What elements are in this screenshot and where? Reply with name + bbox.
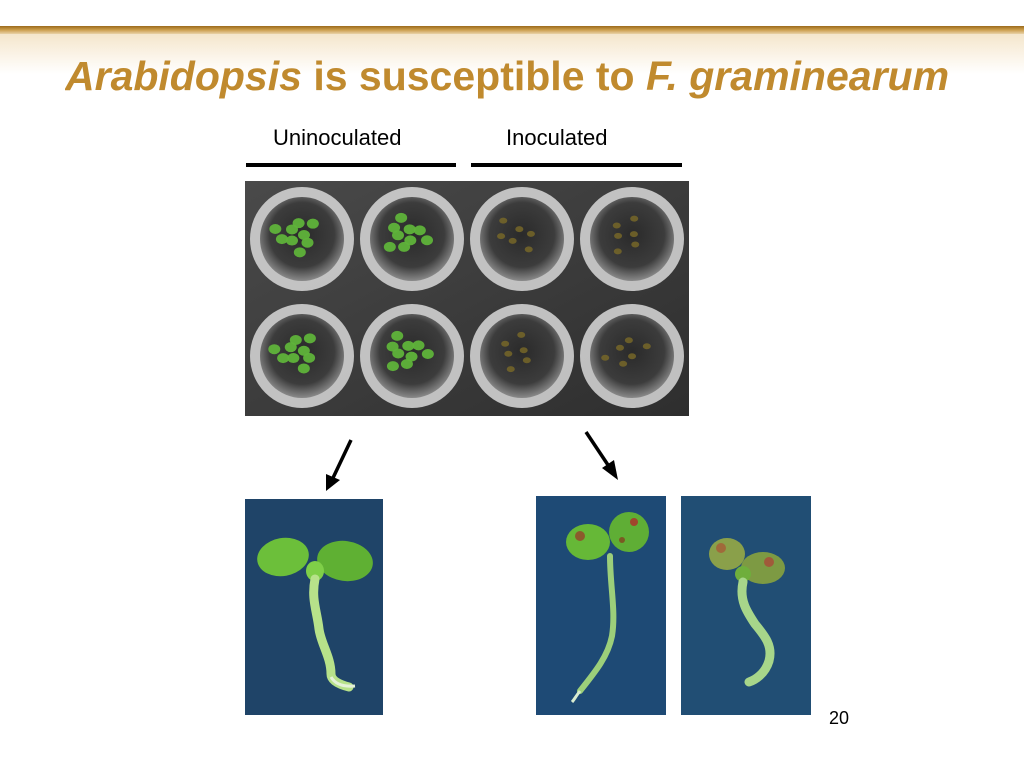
seedling-leaf	[517, 331, 526, 338]
seedling-leaf	[619, 360, 628, 367]
label-uninoculated: Uninoculated	[273, 125, 402, 150]
seedling-leaf	[398, 241, 411, 252]
uninoculated-bracket	[246, 163, 456, 167]
seedling-leaf	[289, 335, 302, 346]
seedling-leaf	[614, 232, 623, 239]
seedling-leaf	[631, 241, 640, 248]
well	[480, 314, 564, 398]
seedling-leaf	[612, 222, 621, 229]
seedling-leaf	[286, 235, 298, 246]
slide-title: Arabidopsis is susceptible to F. gramine…	[65, 50, 1024, 102]
seedling-leaf	[615, 344, 624, 351]
page-number: 20	[829, 708, 850, 728]
seedling-leaf	[519, 347, 528, 354]
seedling-leaf	[293, 247, 306, 258]
seedling-leaf	[392, 230, 405, 241]
seedling-leaf	[275, 234, 288, 245]
label-inoculated: Inoculated	[506, 125, 608, 150]
seedling-leaf	[277, 353, 290, 364]
inoculated-seedling-photo-2	[681, 496, 811, 715]
title-pathogen: F. graminearum	[645, 53, 950, 99]
seedling-leaf	[421, 348, 434, 359]
seedling-leaf	[413, 225, 426, 236]
seedling-leaf	[400, 358, 413, 369]
seedling-leaf	[301, 237, 314, 248]
seedling-leaf	[499, 217, 508, 224]
header-gradient	[0, 34, 1024, 74]
well	[590, 197, 674, 281]
seedling-leaf	[624, 337, 633, 344]
seedling-leaf	[506, 366, 515, 373]
seedling-leaf	[497, 233, 506, 240]
seedling-leaf	[630, 215, 639, 222]
seedling-leaf	[405, 351, 418, 362]
seedling-leaf	[298, 230, 310, 240]
seedling-leaf	[402, 340, 415, 351]
seedling-leaf	[421, 235, 434, 246]
seedling-leaf	[303, 333, 316, 344]
arrow-to-uninoculated	[326, 439, 353, 491]
seedling-leaf	[642, 343, 651, 350]
seedling-leaf	[306, 218, 319, 229]
seedling-leaf	[522, 357, 531, 364]
seedling-leaf	[303, 352, 316, 363]
inoculated-seedling-photo-1	[536, 496, 666, 715]
seedling-leaf	[391, 330, 404, 341]
seedling-leaf	[515, 226, 524, 233]
title-genus: Arabidopsis	[65, 53, 302, 99]
seedling-leaf	[412, 340, 425, 351]
seedling-leaf	[386, 361, 399, 372]
inoculated-bracket	[471, 163, 682, 167]
seedling-leaf	[629, 231, 638, 238]
seedling-leaf	[297, 363, 310, 374]
seedling-leaf	[292, 218, 305, 229]
seedling-leaf	[601, 354, 610, 361]
header-band	[0, 0, 1024, 28]
well	[260, 314, 344, 398]
seedling-leaf	[383, 241, 396, 252]
seedling-leaf	[524, 246, 533, 253]
well	[480, 197, 564, 281]
seedling-leaf	[269, 223, 282, 234]
seedling-leaf	[388, 222, 401, 233]
uninoculated-seedling-photo	[245, 499, 383, 715]
seedling-leaf	[613, 248, 622, 255]
seedling-leaf	[508, 237, 517, 244]
arrow-to-inoculated	[584, 431, 618, 480]
seedling-leaf	[501, 340, 510, 347]
seedling-leaf	[526, 230, 535, 237]
seedling-leaf	[403, 224, 416, 235]
header-rule	[0, 26, 1024, 34]
seedling-leaf	[628, 353, 637, 360]
seedling-leaf	[268, 344, 281, 355]
seedling-leaf	[395, 212, 408, 223]
title-text: is susceptible to	[301, 53, 646, 99]
seedling-leaf	[504, 350, 513, 357]
seedling-leaf	[386, 341, 399, 352]
well-plate-photo	[245, 181, 689, 416]
seedling-leaf	[287, 353, 300, 364]
